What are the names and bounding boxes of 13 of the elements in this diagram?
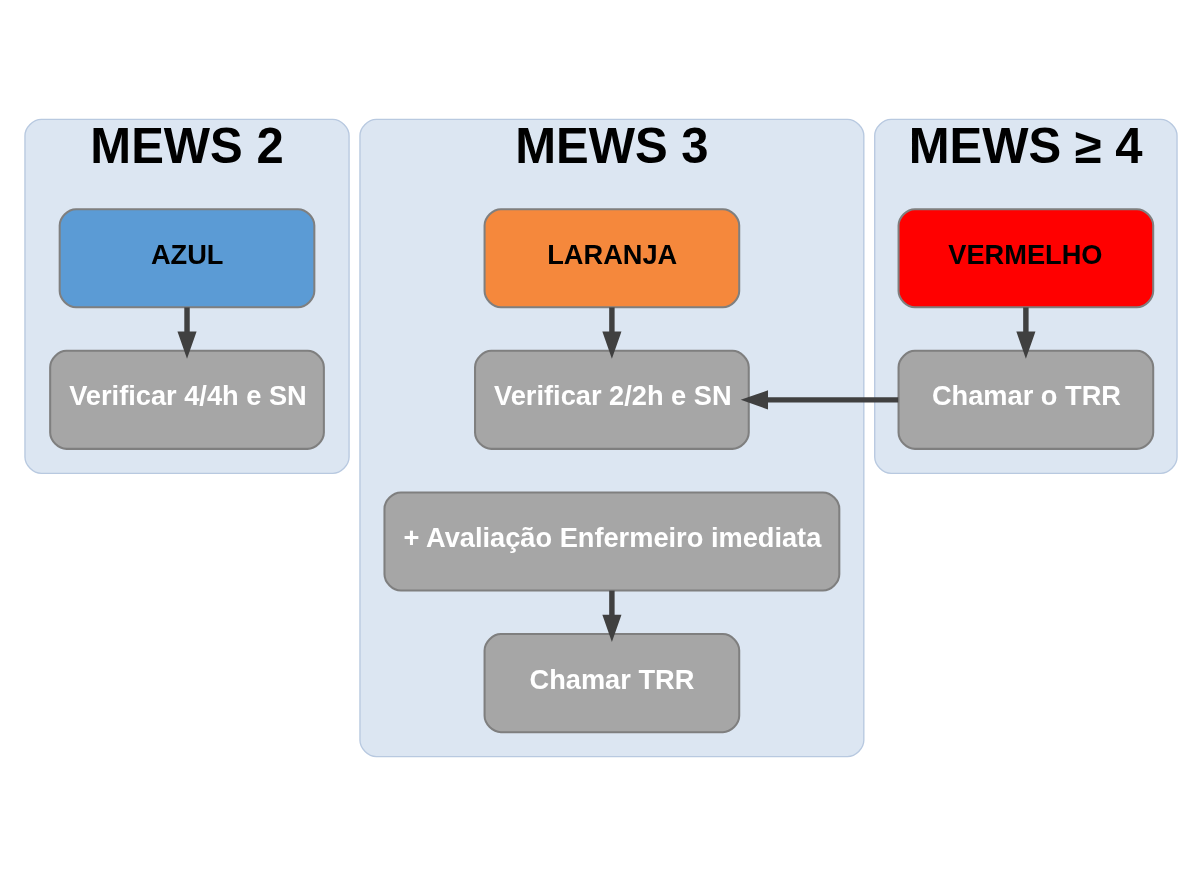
node-box: + Avaliação Enfermeiro imediata: [383, 490, 841, 592]
arrow: [602, 590, 622, 642]
node-box: Verificar 4/4h e SN: [49, 349, 325, 450]
node-box: Chamar TRR: [483, 632, 741, 733]
arrow: [602, 306, 622, 359]
arrow: [177, 306, 197, 359]
arrow: [740, 389, 899, 409]
node-box: Chamar o TRR: [897, 349, 1155, 450]
arrow: [1016, 306, 1036, 359]
node-box: LARANJA: [483, 207, 741, 308]
node-box: VERMELHO: [897, 207, 1155, 308]
node-box: Verificar 2/2h e SN: [474, 349, 750, 450]
node-box: AZUL: [58, 207, 316, 308]
